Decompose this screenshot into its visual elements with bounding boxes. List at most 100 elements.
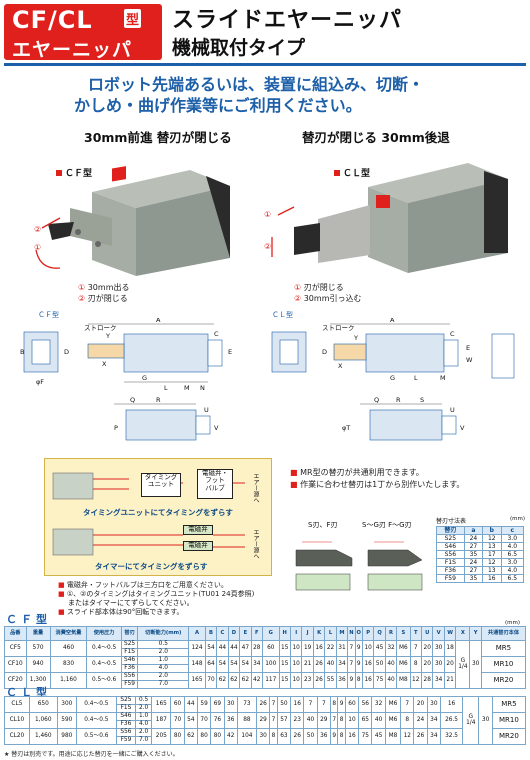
table-cell: M6 xyxy=(384,696,402,713)
note-custom-blade: 作業に合わせ替刃は1丁から別作いたします。 xyxy=(290,479,464,490)
table-cell: 830 xyxy=(49,656,88,673)
svg-text:V: V xyxy=(214,424,219,432)
table-cell: 59 xyxy=(196,696,212,713)
table-cell: 3.0 xyxy=(500,558,524,567)
table-cell: 10 xyxy=(289,656,303,673)
table-cell: 62 xyxy=(239,672,252,689)
svg-text:X: X xyxy=(102,360,107,368)
table-cell: S46 xyxy=(115,712,137,721)
svg-text:②: ② xyxy=(34,225,41,234)
table-cell: 30 xyxy=(469,640,482,689)
table-header: Q xyxy=(373,626,386,641)
table-cell: CL10 xyxy=(4,712,30,729)
table-header: a xyxy=(463,526,484,535)
svg-text:X: X xyxy=(338,362,343,370)
table-cell: S56 xyxy=(115,728,137,737)
table-cell: 2.0 xyxy=(137,648,190,657)
table-cell: 76 xyxy=(210,712,225,729)
table-cell: 30 xyxy=(255,728,271,745)
table-cell: 0.5 xyxy=(135,696,153,705)
svg-text:U: U xyxy=(450,406,455,414)
svg-text:E: E xyxy=(228,348,232,356)
svg-text:R: R xyxy=(396,396,401,404)
table-cell: CL20 xyxy=(4,728,30,745)
table-cell: 24 xyxy=(463,558,484,567)
table-header: X xyxy=(455,626,471,641)
timing-unit-box: タイミング ユニット xyxy=(141,473,181,497)
table-cell: 54 xyxy=(183,712,198,729)
table-cell: 62 xyxy=(227,672,241,689)
table-cell: 16 xyxy=(290,696,305,713)
table-cell: F59 xyxy=(115,736,137,745)
table-cell: 205 xyxy=(151,728,172,745)
table-cell: 75 xyxy=(358,728,373,745)
table-cell: 2.0 xyxy=(135,704,153,713)
table-header: E xyxy=(239,626,252,641)
table-cell: 10 xyxy=(289,640,303,657)
table-cell: 26 xyxy=(312,672,326,689)
table-cell: 12 xyxy=(482,558,502,567)
cf-heading: 30mm前進 替刃が閉じる xyxy=(84,130,232,145)
table-cell: 18 xyxy=(443,640,457,657)
table-cell: 60 xyxy=(344,696,360,713)
table-cell: MR5 xyxy=(480,640,527,657)
svg-text:L: L xyxy=(164,384,168,392)
svg-text:C: C xyxy=(450,330,455,338)
table-cell: 0.4～0.5 xyxy=(75,696,117,713)
page-subtitle: 機械取付タイプ xyxy=(172,37,306,59)
table-header: W xyxy=(443,626,457,641)
table-cell: 15 xyxy=(278,672,291,689)
table-header: I xyxy=(289,626,303,641)
table-header: 消費空気量 xyxy=(49,626,88,641)
cl-dimension-drawing: ストローク A Y X C E W D G L M Q R S φT V U xyxy=(271,318,515,441)
svg-text:A: A xyxy=(390,318,395,324)
piping-flow-diagram: タイミング ユニット 電磁弁・ フット バルブ 電磁弁 電磁弁 エアー源へ エア… xyxy=(44,458,272,576)
table-cell: 187 xyxy=(151,712,172,729)
table-cell: 32 xyxy=(384,640,398,657)
table-cell: 35 xyxy=(463,550,484,559)
table-cell: 36 xyxy=(223,712,238,729)
table-cell: 34 xyxy=(250,656,264,673)
table-cell: M8 xyxy=(396,672,411,689)
table-cell: 460 xyxy=(49,640,88,657)
table-header: B xyxy=(204,626,218,641)
table-header: M xyxy=(335,626,349,641)
svg-text:G: G xyxy=(142,374,147,382)
table-cell: 2.0 xyxy=(135,728,153,737)
table-cell: 36 xyxy=(335,672,349,689)
table-cell: 24 xyxy=(463,534,484,543)
table-cell: 12 xyxy=(482,534,502,543)
table-cell: 34 xyxy=(335,656,349,673)
blade-shape-drawing xyxy=(295,541,423,591)
table-cell: 60 xyxy=(170,696,185,713)
table-cell: 1.0 xyxy=(137,656,190,665)
table-header: 使用圧力 xyxy=(86,626,122,641)
flow-note-1: 電磁弁・フットバルブは三方口をご用意ください。 xyxy=(58,580,228,590)
svg-text:Y: Y xyxy=(105,332,110,340)
table-header: R xyxy=(384,626,398,641)
table-cell: 69 xyxy=(210,696,225,713)
table-cell: 20 xyxy=(420,656,434,673)
table-header: S xyxy=(396,626,411,641)
table-cell: F59 xyxy=(120,680,139,689)
table-cell: 0.4～0.5 xyxy=(75,712,117,729)
table-cell: 165 xyxy=(151,696,172,713)
svg-text:D: D xyxy=(322,348,327,356)
blade-size-table-title: 替刃寸法表 xyxy=(436,518,467,525)
table-header: N xyxy=(347,626,356,641)
valve-box: 電磁弁・ フット バルブ xyxy=(197,469,233,499)
cf-legend-1: ① 30mm出る xyxy=(78,283,130,292)
table-header: 品番 xyxy=(4,626,27,641)
table-header: Y xyxy=(469,626,482,641)
table-cell: 4.0 xyxy=(500,542,524,551)
svg-text:φF: φF xyxy=(36,378,44,386)
table-cell: 62 xyxy=(183,728,198,745)
table-cell: 300 xyxy=(56,696,77,713)
table-cell: 29 xyxy=(316,712,331,729)
